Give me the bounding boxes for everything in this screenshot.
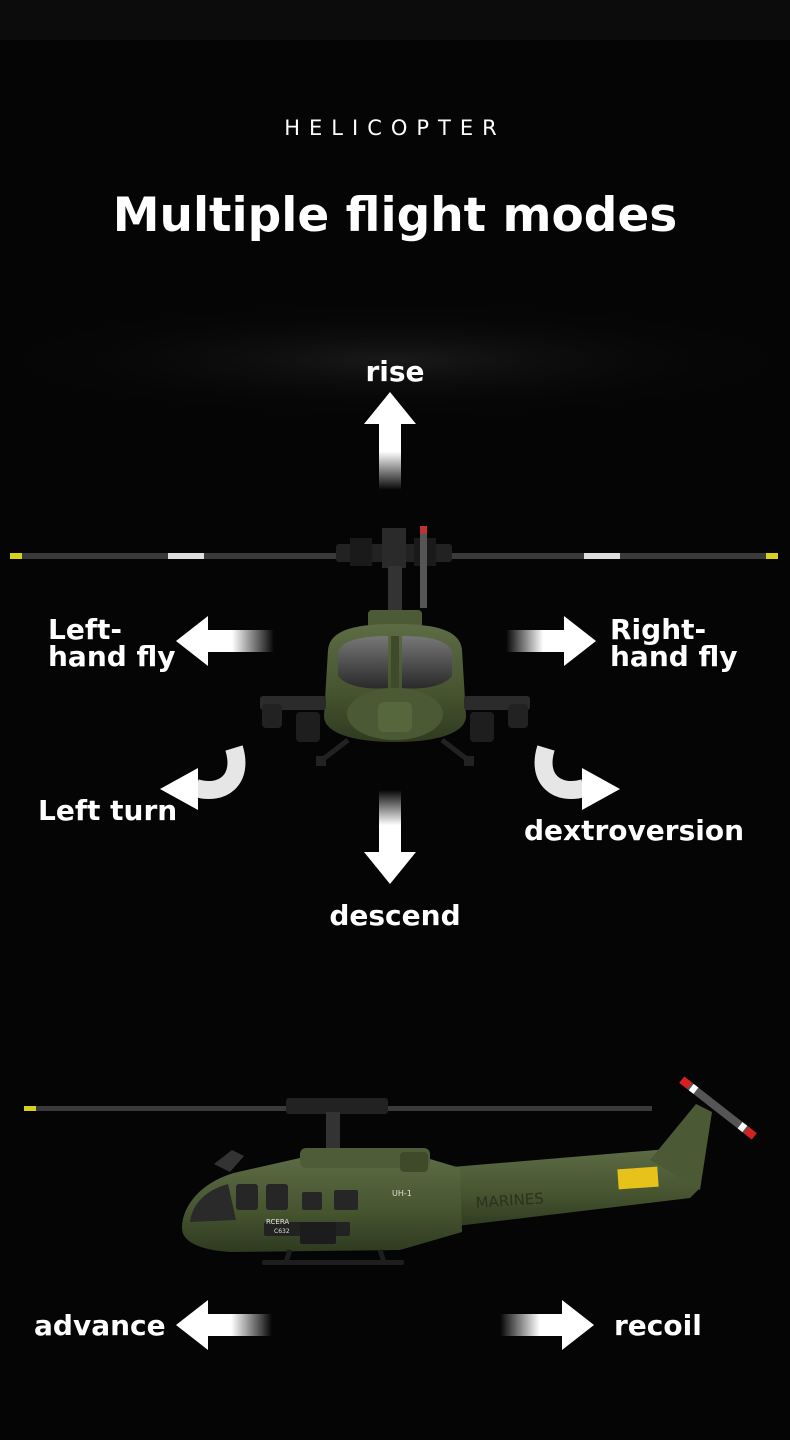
right-hand-fly-line-1: Right- [610,613,707,646]
descend-label: descend [329,899,461,932]
right-hand-fly-line-2: hand fly [610,640,738,673]
left-hand-fly-line-2: hand fly [48,640,176,673]
model-marking-text: UH-1 [392,1189,412,1198]
left-hand-fly-label: Left- hand fly [48,613,176,673]
dextroversion-arrow-icon [534,745,620,810]
right-hand-fly-arrow-icon [506,616,596,666]
recoil-arrow-icon [500,1300,594,1350]
left-hand-fly-line-1: Left- [48,613,123,646]
helicopter-side-view-image: MARINES UH-1 RCERA C632 [24,1076,757,1265]
advance-arrow-icon [176,1300,272,1350]
rise-label: rise [365,355,425,388]
page-title: Multiple flight modes [112,188,678,243]
descend-arrow-icon [364,790,416,884]
tail-marking-text: MARINES [475,1189,544,1212]
left-turn-arrow-icon [160,745,246,810]
advance-label: advance [34,1309,166,1342]
rise-arrow-icon [364,392,416,490]
code-marking-text: C632 [274,1228,290,1235]
category-eyebrow: HELICOPTER [284,116,506,140]
left-hand-fly-arrow-icon [176,616,274,666]
left-turn-label: Left turn [38,794,178,827]
recoil-label: recoil [614,1309,702,1342]
top-haze [0,0,790,40]
helicopter-front-view-image [10,526,778,766]
mid-haze [0,300,790,420]
brand-marking-text: RCERA [266,1218,289,1226]
dextroversion-label: dextroversion [524,814,745,847]
right-hand-fly-label: Right- hand fly [610,613,738,673]
